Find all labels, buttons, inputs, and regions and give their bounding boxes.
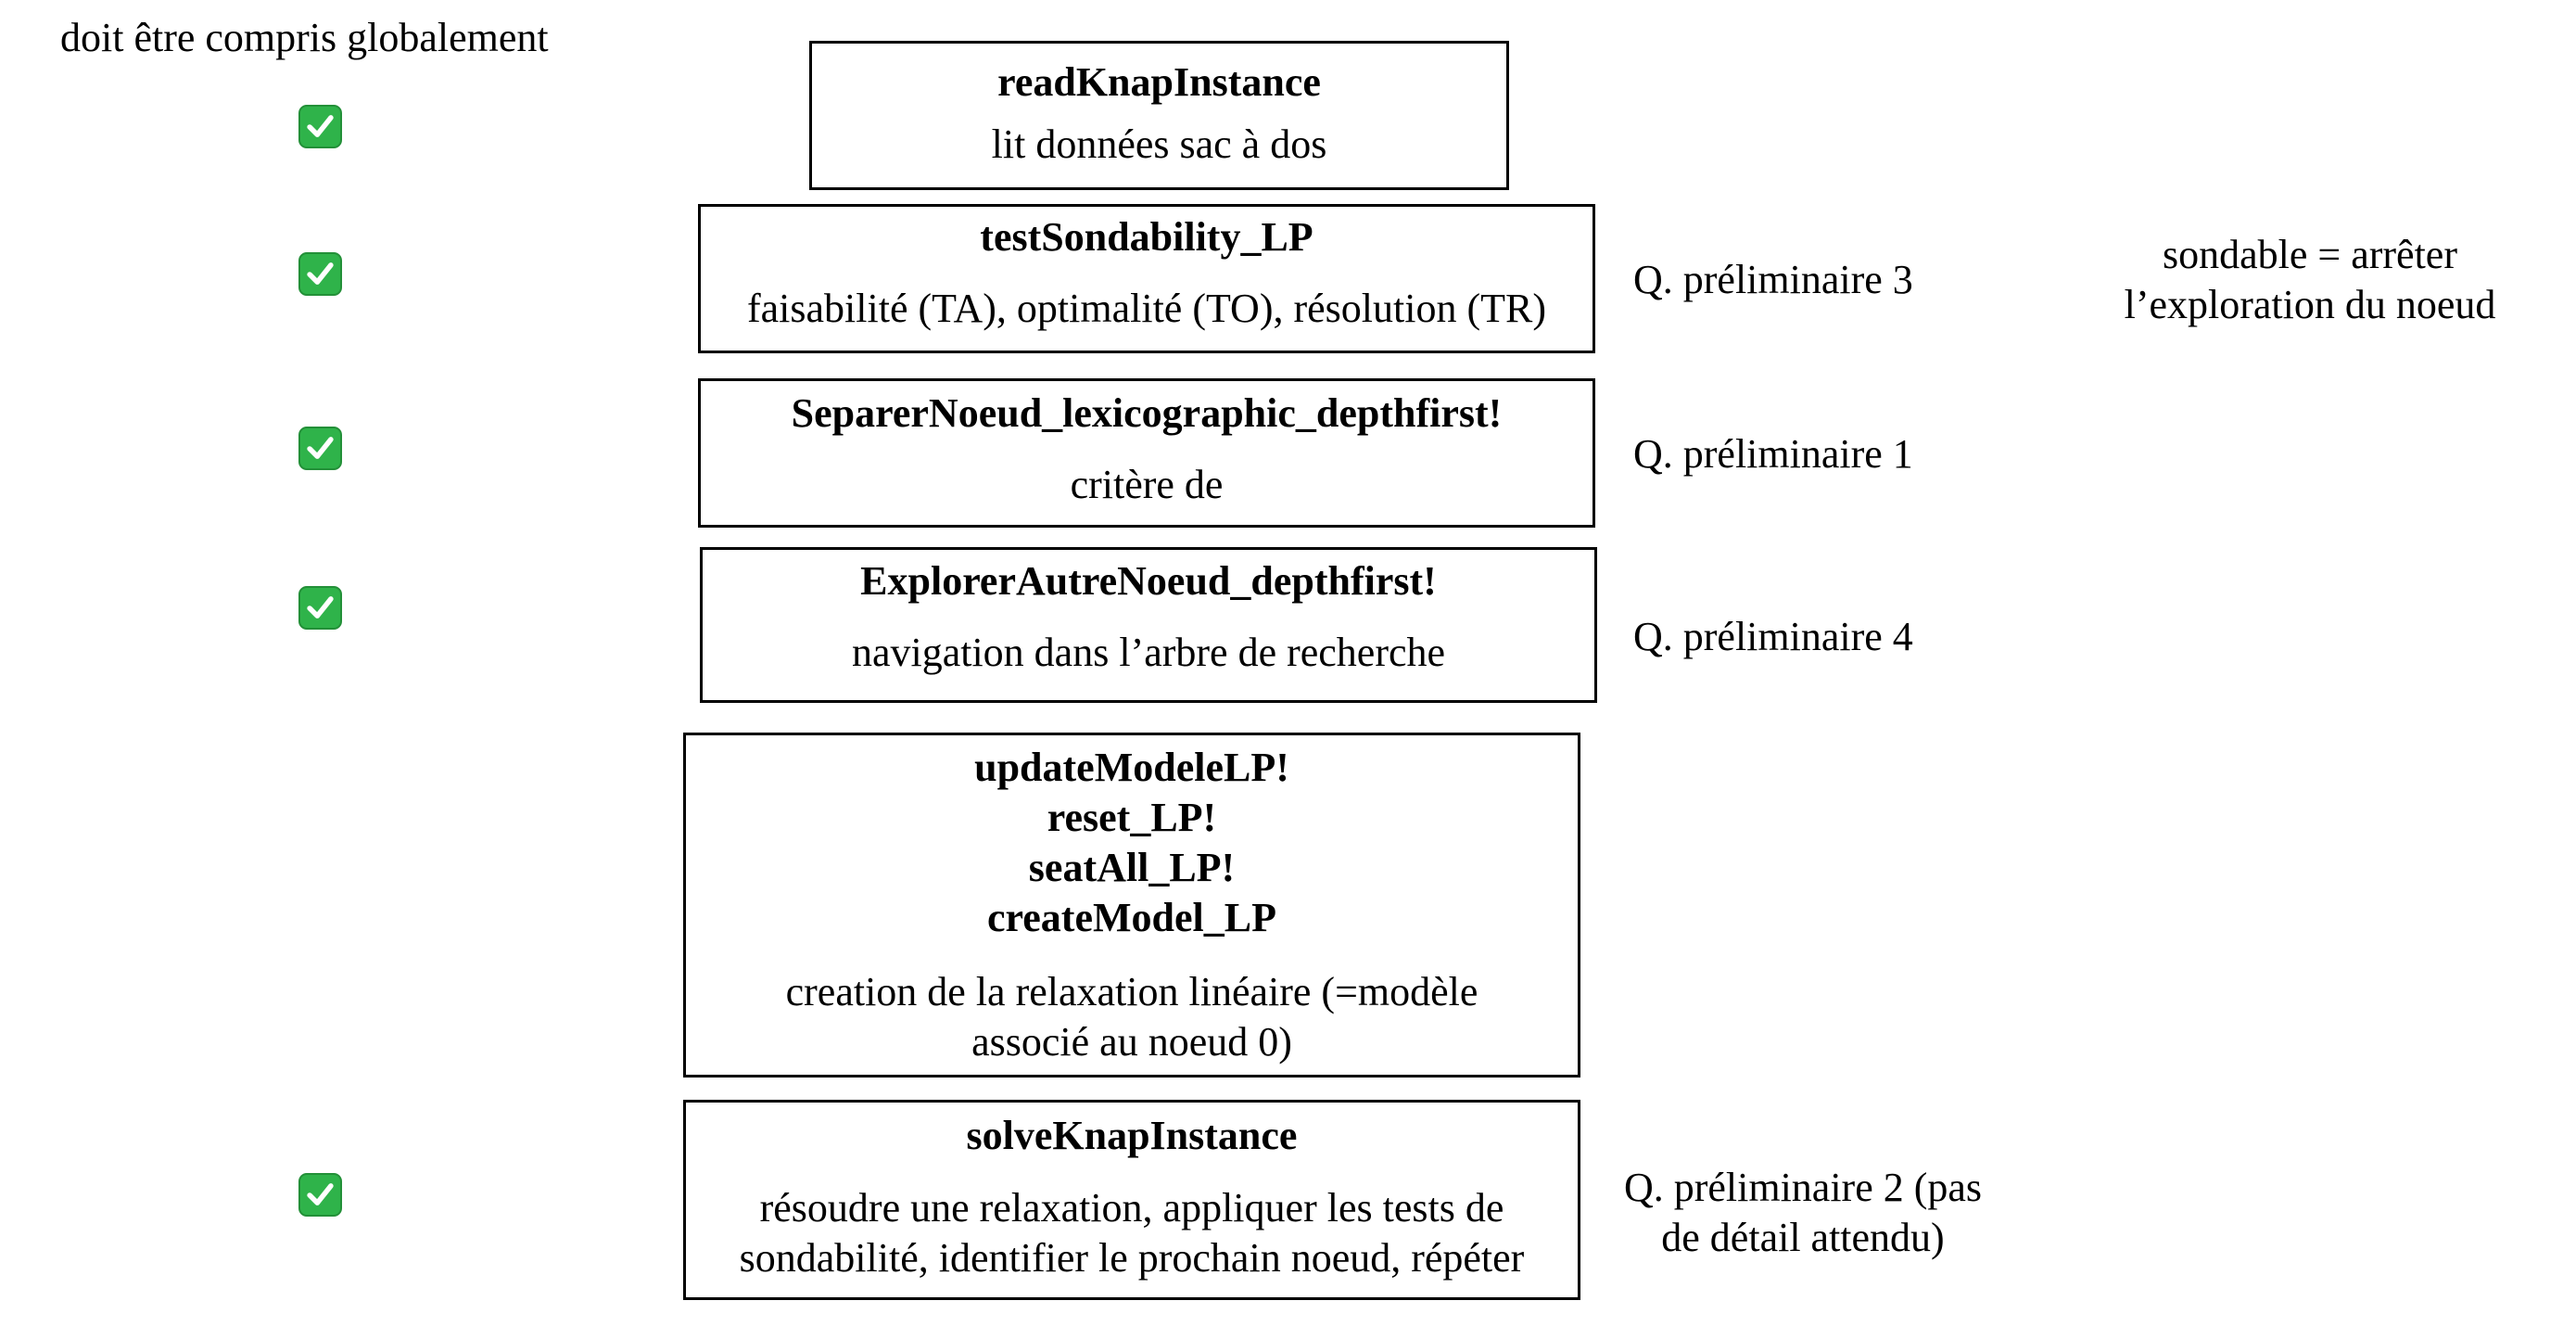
- function-name-list: updateModeleLP! reset_LP! seatAll_LP! cr…: [686, 743, 1578, 943]
- function-description: résoudre une relaxation, appliquer les t…: [739, 1185, 1525, 1281]
- header-note: doit être compris globalement: [60, 15, 549, 60]
- function-name: reset_LP!: [1047, 795, 1217, 840]
- check-mark-icon: [298, 105, 342, 148]
- function-box-testsondability: testSondability_LP faisabilité (TA), opt…: [698, 204, 1595, 353]
- check-mark-icon: [298, 252, 342, 296]
- function-description: critère de: [1070, 462, 1224, 507]
- question-note: Q. préliminaire 4: [1633, 614, 1913, 659]
- function-box-separernoeud: SeparerNoeud_lexicographic_depthfirst! c…: [698, 378, 1595, 528]
- function-box-explorerautrenoeud: ExplorerAutreNoeud_depthfirst! navigatio…: [700, 547, 1597, 703]
- question-note: Q. préliminaire 1: [1633, 431, 1913, 477]
- function-name: ExplorerAutreNoeud_depthfirst!: [860, 558, 1437, 604]
- function-name: seatAll_LP!: [1028, 845, 1236, 890]
- function-description: creation de la relaxation linéaire (=mod…: [785, 969, 1478, 1065]
- question-note: Q. préliminaire 2 (pas de détail attendu…: [1623, 1165, 1983, 1260]
- check-mark-icon: [298, 1173, 342, 1217]
- check-mark-icon: [298, 586, 342, 630]
- function-box-readknapinstance: readKnapInstance lit données sac à dos: [809, 41, 1509, 190]
- question-note: Q. préliminaire 3: [1633, 257, 1913, 302]
- function-name: updateModeleLP!: [974, 745, 1289, 790]
- side-note: sondable = arrêter l’exploration du noeu…: [2124, 232, 2496, 327]
- function-name: readKnapInstance: [997, 59, 1321, 105]
- function-name: createModel_LP: [987, 895, 1276, 940]
- function-box-solveknapinstance: solveKnapInstance résoudre une relaxatio…: [683, 1100, 1580, 1300]
- check-mark-icon: [298, 427, 342, 470]
- function-description: navigation dans l’arbre de recherche: [851, 630, 1446, 675]
- function-description: faisabilité (TA), optimalité (TO), résol…: [747, 286, 1546, 331]
- function-description: lit données sac à dos: [991, 121, 1327, 167]
- function-box-model-lp: updateModeleLP! reset_LP! seatAll_LP! cr…: [683, 733, 1580, 1078]
- function-name: solveKnapInstance: [966, 1113, 1298, 1158]
- function-name: testSondability_LP: [980, 214, 1313, 260]
- function-name: SeparerNoeud_lexicographic_depthfirst!: [791, 390, 1503, 436]
